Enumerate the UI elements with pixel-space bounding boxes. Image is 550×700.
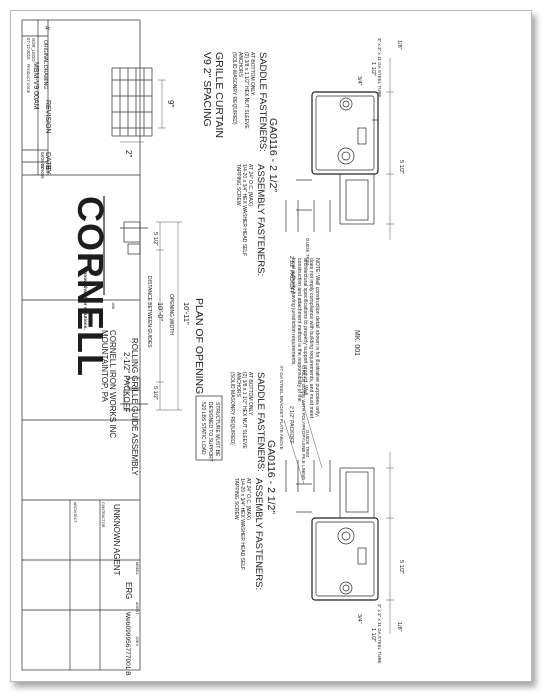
grille-dim-a: 9" [166, 100, 175, 107]
plan-side-dim-left: 5 1/2" [152, 232, 158, 246]
right-dim-5-1-2: 5 1/2" [398, 560, 404, 574]
right-assembly-heading: ASSEMBLY FASTENERS: [253, 478, 264, 590]
guide-section-right: GA0116 - 2 1/2" SADDLE FASTENERS: AT BOT… [195, 366, 404, 664]
left-assembly-heading: ASSEMBLY FASTENERS: [255, 164, 266, 276]
tb-product-code: MBM-V9 00AM [32, 62, 39, 110]
right-dim-1-1-2: 1 1/2" [370, 628, 376, 642]
right-saddle-line-3: ANCHORS [235, 372, 241, 398]
plan-side-dim-right: 5 1/2" [152, 386, 158, 400]
right-saddle-line-1: AT BOTTOM ONLY: [247, 372, 253, 416]
left-dim-1-8: 1/8" [396, 40, 402, 50]
note-line-2: does not imply compliance with building … [308, 258, 314, 419]
note-line-5: local authority having jurisdiction requ… [290, 258, 296, 366]
left-assembly-line-1: AT 24" O.C. (MAX) [247, 164, 253, 206]
left-tube-label: 3" x 3" x 11 GA STEEL TUBE [377, 38, 382, 98]
plan-between-label: DISTANCE BETWEEN GUIDES [146, 276, 152, 348]
left-dim-packoff: 2 1/2" PACKOFF [288, 256, 294, 294]
tb-product-by: GGR_LEGO [31, 38, 36, 62]
tb-original-drawing: ORIGINAL DRAWING [42, 40, 48, 89]
left-saddle-line-2: (2) 3/8 x 1 1/2" HEX NUT SLEEVE [243, 52, 249, 129]
mark-label: MK. 001 [353, 330, 360, 356]
right-guide-trim-label: GUIDE TRIM [305, 430, 310, 457]
plan-between-guides: 10'-0" [156, 302, 165, 321]
drawing-title-line2: 2-1/2" PACKOFF [122, 352, 131, 413]
left-assembly-line-3: TAPPING SCREW [235, 164, 241, 206]
right-saddle-line-2: (2) 3/8 x 1 1/2" HEX NUT SLEEVE [241, 372, 247, 449]
title-block: # ORIGINAL DRAWING REVISION DATE BY 08/2… [21, 19, 141, 676]
right-section-title: GA0116 - 2 1/2" [265, 440, 277, 514]
struct-note-2: DESIGNED TO SUPPORT [207, 402, 213, 462]
left-saddle-line-4: (SOLID MASONRY REQUIRED) [231, 52, 237, 125]
tb-job-label: JOB [111, 302, 115, 310]
right-dim-1-8: 1/8" [396, 622, 402, 632]
tb-product-date: 07-12-2016 [26, 38, 31, 60]
cornell-logo: CORNELL Innovative door solutions. [70, 196, 111, 377]
right-assembly-line-1: AT 24" O.C. (MAX) [245, 478, 251, 520]
tb-product-code-label: PRODUCT CODE [26, 64, 30, 94]
general-notes: NOTE: Wall construction detail shown is … [290, 258, 360, 419]
left-assembly-line-2: 1/4-20 x 3/4" HEX WASHER HEAD SELF [241, 164, 247, 256]
plan-opening-label: OPENING WIDTH [168, 294, 174, 335]
left-section-title: GA0116 - 2 1/2" [267, 118, 279, 192]
note-line-1: NOTE: Wall construction detail shown is … [314, 258, 320, 417]
tb-num-col: # [43, 26, 50, 30]
guide-section-left: GA0116 - 2 1/2" SADDLE FASTENERS: AT BOT… [231, 38, 404, 294]
grille-dim-b: 2" [124, 150, 133, 157]
tb-agent: ERG [124, 582, 133, 599]
tb-contractor-label: CONTRACTOR [101, 502, 105, 528]
tb-job-num: Web099956777001 B [124, 612, 131, 676]
company-line1: CORNELL IRON WORKS INC [108, 330, 117, 438]
left-saddle-line-1: AT BOTTOM ONLY: [249, 52, 255, 96]
logo-tagline: Innovative door solutions. [82, 270, 88, 330]
tb-rev-by: ZZ9059 [40, 164, 45, 179]
right-assembly-line-2: 1/4-20 x 3/4" HEX WASHER HEAD SELF [239, 478, 245, 570]
tb-architect-label: ARCHITECT [73, 502, 77, 523]
plan-opening-width: 10'-11" [182, 302, 191, 325]
tb-agent-label: AGENT [135, 602, 139, 615]
tb-model-label: MODEL [135, 562, 139, 575]
right-bracket-label: #7 GA STEEL BRACKET PLATE ABOVE [279, 366, 284, 450]
right-pile-label: GRILLE GUIDE WITH POLYPROPYLENE PILE LIN… [301, 366, 306, 481]
tb-job-num-label: JOB # [135, 636, 139, 646]
right-dim-packoff: 2 1/2" PACKOFF [288, 406, 294, 444]
note-line-3: architectural specifications to properly… [302, 258, 308, 395]
grille-title-line1: GRILLE CURTAIN [213, 52, 225, 138]
right-saddle-heading: SADDLE FASTENERS: [255, 372, 266, 472]
left-dim-1-1-2: 1 1/2" [370, 62, 376, 76]
left-guide-trim-label: GUIDE TRIM [305, 238, 310, 265]
tb-by-col: BY [44, 165, 51, 175]
tb-revision-col: REVISION [44, 100, 51, 133]
right-tube-label: 3" x 3" x 11 GA STEEL TUBE [377, 604, 382, 664]
drawing-title-line1: ROLLING GRILLE GUIDE ASSEMBLY [130, 338, 139, 476]
right-saddle-line-4: (SOLID MASONRY REQUIRED) [229, 372, 235, 445]
struct-note-3: 520 LBS STATIC LOAD [200, 402, 206, 455]
tb-rev-date: 08/29/16 [40, 152, 45, 169]
plan-title: PLAN OF OPENING [193, 298, 205, 394]
right-assembly-line-3: TAPPING SCREW [233, 478, 239, 520]
note-line-4: construction and attachment method is th… [296, 258, 302, 402]
grille-curtain-detail: GRILLE CURTAIN V9 2" SPACING 9" 2" [111, 52, 225, 157]
grille-title-line2: V9 2" SPACING [201, 52, 213, 127]
right-dim-3-4: 3/4" [356, 614, 362, 624]
company-line2: MOUNTAINTOP, PA [100, 330, 109, 403]
tb-contractor: UNKNOWN AGENT [112, 504, 121, 576]
tb-date-col: DATE [44, 152, 51, 170]
plan-of-opening: PLAN OF OPENING 5 1/2" 5 1/2" 10'-0" DIS… [120, 221, 205, 411]
left-saddle-heading: SADDLE FASTENERS: [257, 52, 268, 152]
drawing-sheet [10, 10, 532, 682]
left-saddle-line-3: ANCHORS [237, 52, 243, 78]
left-dim-5-1-2: 5 1/2" [398, 160, 404, 174]
struct-note-1: STRUCTURE MUST BE [214, 402, 220, 457]
left-dim-3-4: 3/4" [356, 76, 362, 86]
